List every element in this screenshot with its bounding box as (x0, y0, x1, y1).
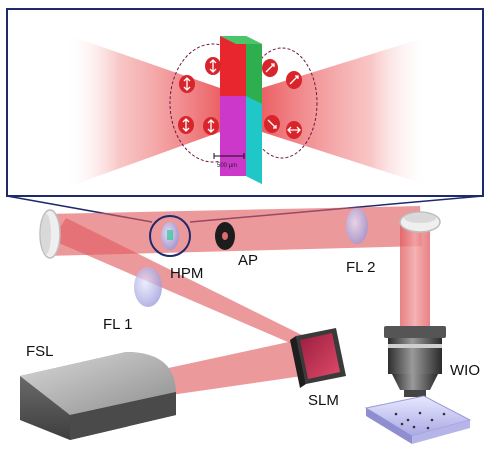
polarization-spots-right (262, 59, 302, 139)
scale-label: 500 μm (217, 163, 238, 169)
fl2-label: FL 2 (346, 259, 376, 276)
left-mirror (39, 209, 61, 259)
slm-modulator (290, 328, 346, 388)
beam-fsl-slm (150, 336, 330, 398)
fsl-laser (20, 352, 176, 440)
lens-fl1 (134, 267, 162, 307)
lens-fl2 (346, 208, 368, 244)
wio-label: WIO (450, 362, 480, 379)
fl1-label: FL 1 (103, 316, 133, 333)
polarization-spots-left (178, 57, 221, 135)
beam-slm-mirror (52, 218, 334, 362)
inset-beam-right (262, 36, 430, 186)
hpm-element (149, 215, 191, 257)
inset-beam-left (65, 34, 220, 188)
slm-label: SLM (308, 392, 339, 409)
scale-bar (213, 153, 245, 159)
beam-vertical (400, 222, 430, 332)
sample-stage (364, 395, 472, 444)
aperture-ap (215, 222, 235, 250)
wio-objective (384, 326, 446, 410)
hpm-label: HPM (170, 265, 204, 282)
right-mirror (399, 211, 441, 233)
ap-label: AP (238, 252, 259, 269)
prism-top (220, 36, 262, 44)
fsl-label: FSL (26, 343, 54, 360)
prism-cyan-side (246, 96, 262, 184)
